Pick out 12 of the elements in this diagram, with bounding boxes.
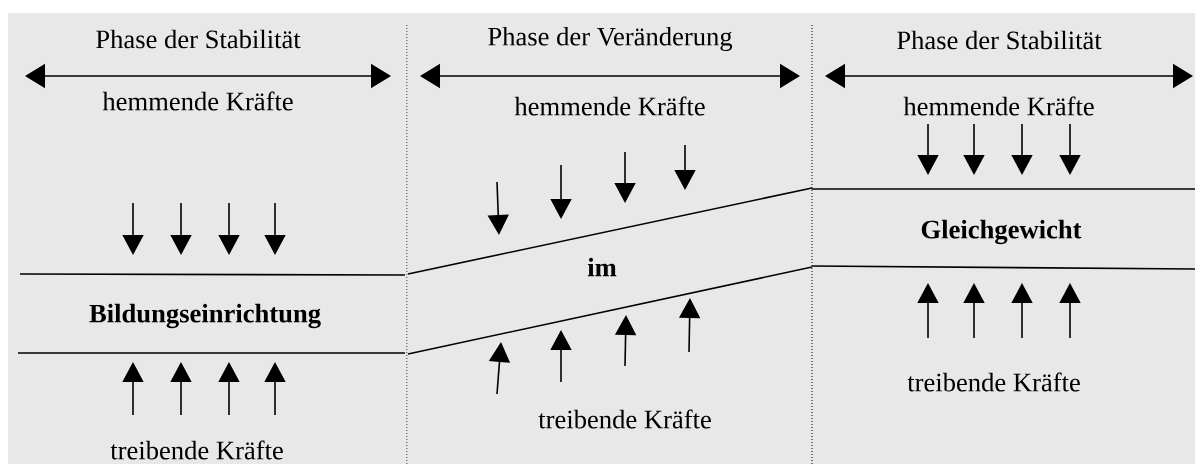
force-label: hemmende Kräfte (514, 96, 705, 116)
heading-label: Phase der Stabilität (897, 30, 1102, 50)
force-label: hemmende Kräfte (102, 91, 293, 111)
force-label: treibende Kräfte (538, 409, 711, 429)
band: im (407, 187, 813, 355)
force-label: hemmende Kräfte (903, 96, 1094, 116)
force-label: treibende Kräfte (907, 372, 1080, 392)
heading-label: Phase der Veränderung (488, 26, 733, 52)
band: Bildungseinrichtung (17, 273, 406, 354)
force-label: treibende Kräfte (110, 440, 283, 460)
heading-label: Phase der Stabilität (96, 29, 301, 49)
band: Gleichgewicht (811, 188, 1196, 270)
